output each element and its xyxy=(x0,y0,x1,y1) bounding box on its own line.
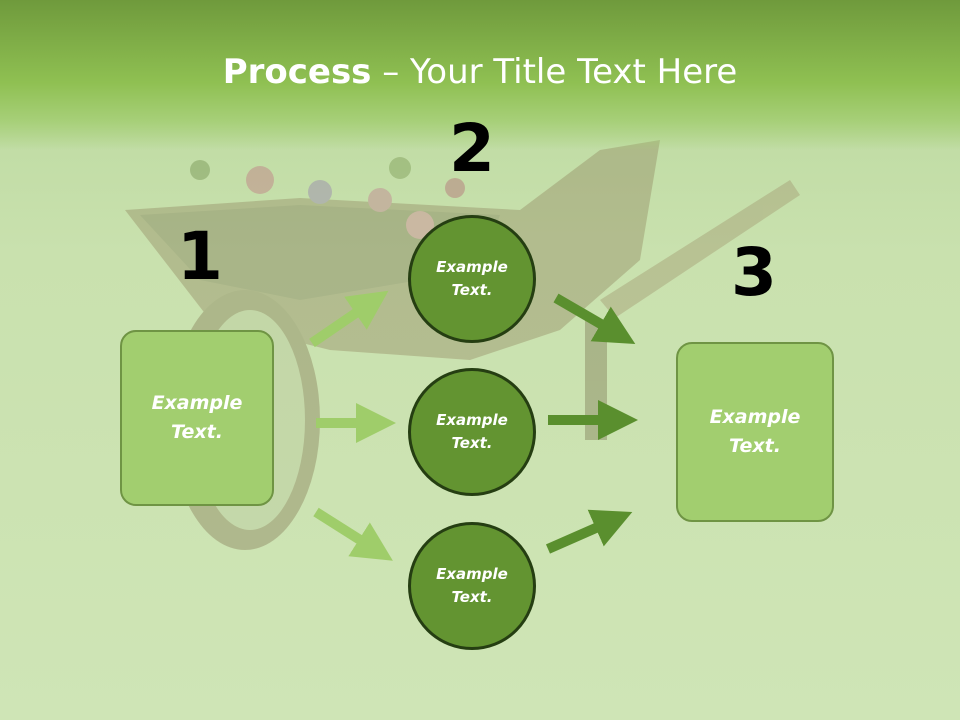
right-process-box[interactable]: Example Text. xyxy=(676,342,834,522)
step-number-3: 3 xyxy=(731,234,777,311)
arrow-circle-3-to-box xyxy=(545,509,633,554)
left-box-text: Example Text. xyxy=(151,392,243,443)
right-box-text: Example Text. xyxy=(709,406,801,457)
title-rest: – Your Title Text Here xyxy=(371,52,738,92)
step-number-1: 1 xyxy=(177,218,223,295)
step-number-2: 2 xyxy=(449,110,495,187)
arrow-circle-1-to-box xyxy=(553,293,636,345)
circle-2-text: Example Text. xyxy=(436,411,508,452)
circle-3-text: Example Text. xyxy=(436,565,508,606)
left-process-box[interactable]: Example Text. xyxy=(120,330,274,506)
arrow-box-to-circle-1 xyxy=(309,290,389,348)
slide-title: Process – Your Title Text Here xyxy=(0,52,960,92)
title-bold: Process xyxy=(222,52,372,92)
circle-1-text: Example Text. xyxy=(436,258,508,299)
arrow-box-to-circle-3 xyxy=(313,507,393,561)
process-circle-2[interactable]: Example Text. xyxy=(408,368,536,496)
process-circle-1[interactable]: Example Text. xyxy=(408,215,536,343)
process-circle-3[interactable]: Example Text. xyxy=(408,522,536,650)
header-band xyxy=(0,0,960,150)
